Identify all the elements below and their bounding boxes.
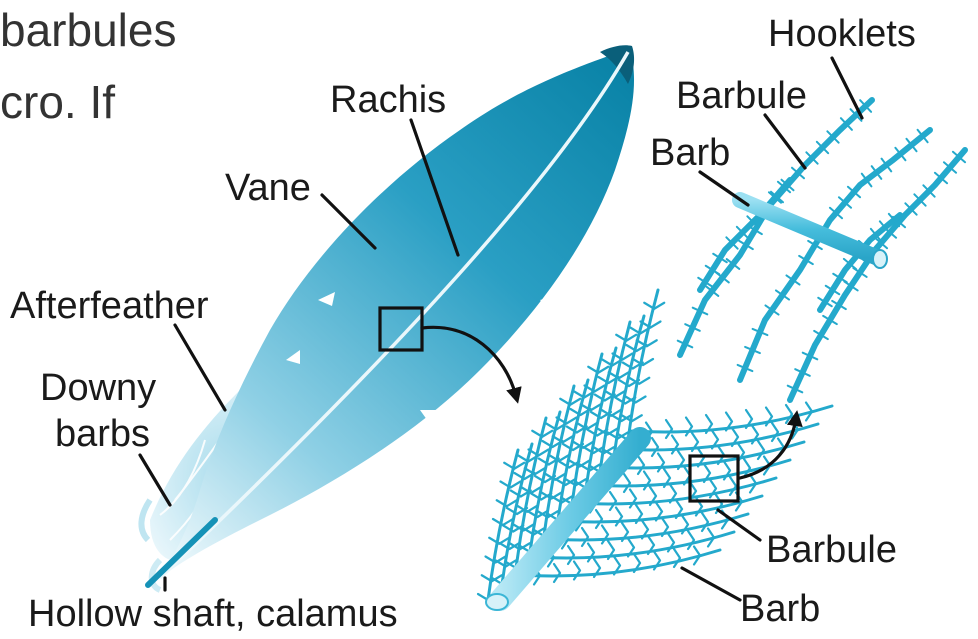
label-afterfeather: Afterfeather bbox=[10, 285, 209, 327]
barbule-strand bbox=[820, 215, 900, 310]
label-downy-barbs-line-2: barbs bbox=[55, 413, 150, 455]
leader-barb-bottom bbox=[682, 568, 740, 600]
label-barbule-bottom: Barbule bbox=[766, 529, 897, 571]
label-hooklets: Hooklets bbox=[768, 13, 916, 55]
leader-barbule-top bbox=[765, 115, 805, 168]
cluster-fringe bbox=[674, 549, 680, 567]
barbule-strand bbox=[790, 150, 965, 400]
leader-barb-top bbox=[700, 172, 748, 205]
barbule-strand bbox=[740, 130, 930, 380]
leader-downy-barbs bbox=[140, 455, 170, 505]
label-rachis: Rachis bbox=[330, 79, 446, 121]
label-barb-bottom: Barb bbox=[740, 588, 820, 630]
label-barbule-top: Barbule bbox=[676, 75, 807, 117]
leader-afterfeather bbox=[175, 325, 225, 410]
partial-heading-line-1: barbules bbox=[0, 4, 176, 56]
cluster-fringe bbox=[554, 564, 560, 582]
label-barb-top: Barb bbox=[650, 132, 730, 174]
label-hollow-shaft-calamus: Hollow shaft, calamus bbox=[28, 593, 398, 635]
partial-heading-line-2: cro. If bbox=[0, 76, 115, 128]
label-downy-barbs-line-1: Downy bbox=[40, 367, 156, 409]
leader-hooklets bbox=[832, 58, 862, 118]
label-vane: Vane bbox=[225, 167, 311, 209]
